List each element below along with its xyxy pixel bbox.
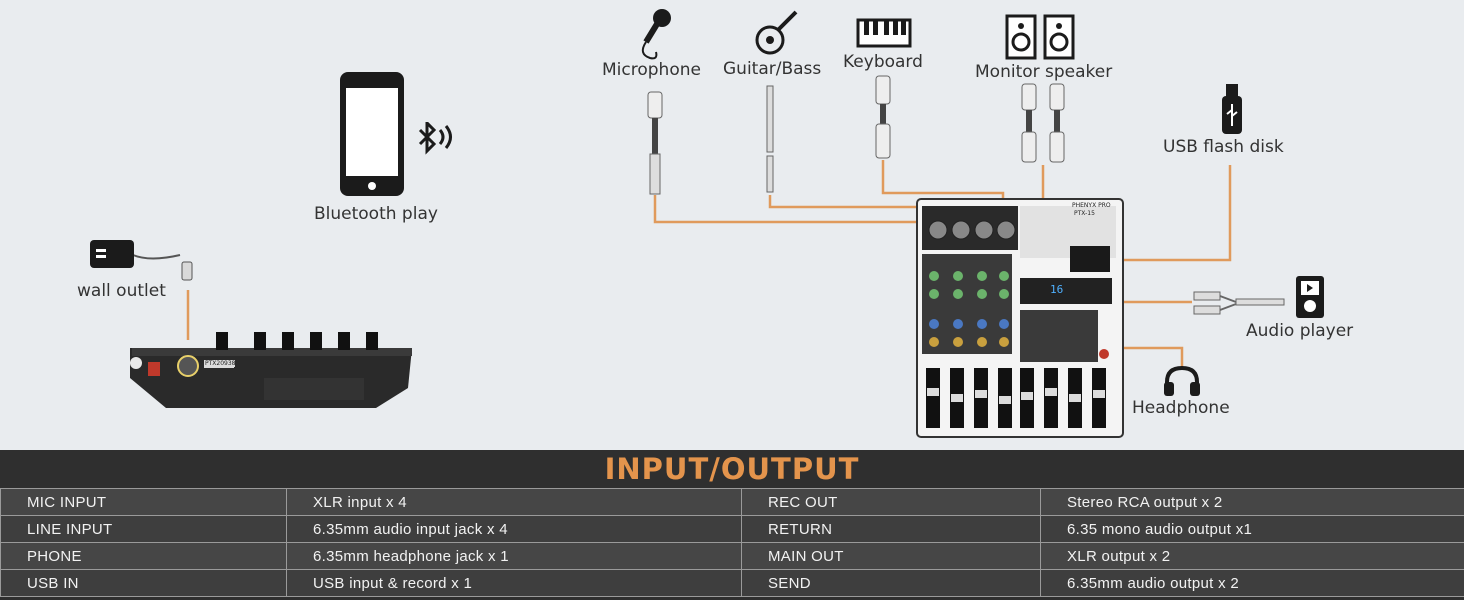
usb-flash-disk-label: USB flash disk <box>1163 137 1284 157</box>
spec-value: 6.35mm audio output x 2 <box>1040 569 1464 597</box>
table-row: USB IN USB input & record x 1 SEND 6.35m… <box>0 569 1464 597</box>
spec-label: MIC INPUT <box>0 488 287 516</box>
jack-cable-icon <box>766 85 774 193</box>
spec-value: USB input & record x 1 <box>286 569 742 597</box>
headphone-label: Headphone <box>1132 398 1230 418</box>
power-adapter-icon <box>90 240 193 281</box>
xlr-cable-icon <box>875 75 891 159</box>
table-row: MIC INPUT XLR input x 4 REC OUT Stereo R… <box>0 488 1464 516</box>
spec-value: 6.35mm headphone jack x 1 <box>286 542 742 570</box>
section-title: INPUT/OUTPUT <box>604 452 860 486</box>
mixer-display: 16 <box>1050 283 1064 296</box>
connection-diagram: Bluetooth play wall outlet PTX20938 Micr… <box>77 9 1354 438</box>
spec-value: XLR input x 4 <box>286 488 742 516</box>
usb-flash-disk-icon <box>1222 84 1242 134</box>
mixer-model: PTX-15 <box>1074 210 1095 217</box>
mixer-front-panel <box>916 198 1124 438</box>
spec-value: XLR output x 2 <box>1040 542 1464 570</box>
keyboard-label: Keyboard <box>843 52 923 72</box>
spec-value: Stereo RCA output x 2 <box>1040 488 1464 516</box>
monitor-speaker-label: Monitor speaker <box>975 62 1113 82</box>
audio-player-label: Audio player <box>1246 321 1354 341</box>
mixer-brand: PHENYX PRO <box>1072 202 1111 209</box>
specs-table: MIC INPUT XLR input x 4 REC OUT Stereo R… <box>0 488 1464 597</box>
speaker-icon <box>1005 14 1075 60</box>
microphone-label: Microphone <box>602 60 701 80</box>
spec-label: MAIN OUT <box>741 542 1041 570</box>
spec-value: 6.35mm audio input jack x 4 <box>286 515 742 543</box>
spec-label: SEND <box>741 569 1041 597</box>
mixer-rear-panel <box>130 332 412 408</box>
spec-label: USB IN <box>0 569 287 597</box>
spec-label: PHONE <box>0 542 287 570</box>
spec-label: REC OUT <box>741 488 1041 516</box>
spec-label: LINE INPUT <box>0 515 287 543</box>
rear-panel-tag: PTX20938 <box>205 360 236 367</box>
audio-player-icon <box>1296 276 1324 318</box>
spec-value: 6.35 mono audio output x1 <box>1040 515 1464 543</box>
wall-outlet-label: wall outlet <box>77 281 166 301</box>
guitar-icon <box>755 10 798 55</box>
bluetooth-icon <box>418 122 452 155</box>
xlr-cable-pair-icon <box>1021 83 1065 163</box>
guitar-bass-label: Guitar/Bass <box>723 59 822 79</box>
xlr-cable-icon <box>647 91 663 195</box>
headphone-icon <box>1164 365 1200 396</box>
bluetooth-play-label: Bluetooth play <box>314 204 438 224</box>
keyboard-icon <box>856 18 912 48</box>
table-row: LINE INPUT 6.35mm audio input jack x 4 R… <box>0 515 1464 543</box>
spec-label: RETURN <box>741 515 1041 543</box>
smartphone-icon <box>340 72 404 196</box>
rca-cable-icon <box>1193 291 1285 315</box>
microphone-icon <box>641 9 671 60</box>
table-row: PHONE 6.35mm headphone jack x 1 MAIN OUT… <box>0 542 1464 570</box>
